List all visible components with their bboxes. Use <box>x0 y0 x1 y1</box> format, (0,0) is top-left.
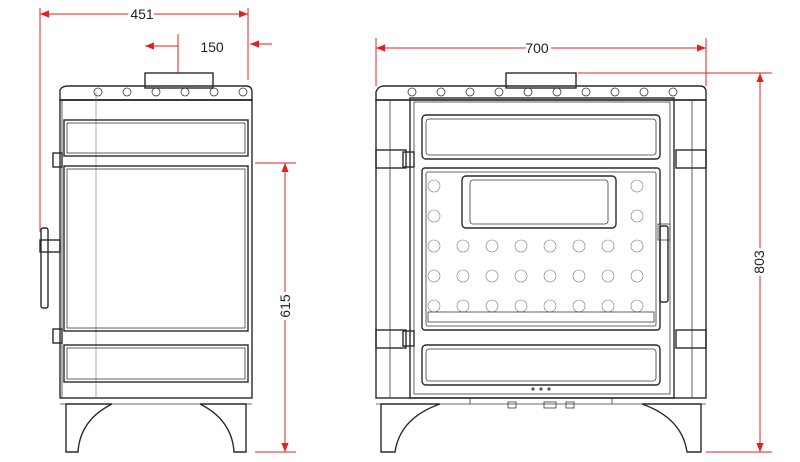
decorative-circle <box>543 269 557 283</box>
front-baffle <box>461 175 617 229</box>
decorative-circle <box>465 87 475 97</box>
decorative-circle <box>180 87 190 97</box>
decorative-circle <box>151 87 161 97</box>
decorative-circle <box>543 239 557 253</box>
decorative-circle <box>427 299 441 313</box>
decorative-circle <box>630 209 644 223</box>
front-top-panel <box>421 114 661 160</box>
side-body <box>59 99 253 399</box>
decorative-circle <box>436 87 446 97</box>
side-dimensions: 451 150 615 <box>39 3 296 453</box>
front-hinge-top <box>402 151 415 168</box>
front-top-plate <box>375 85 707 101</box>
decorative-circle <box>485 239 499 253</box>
front-grate <box>427 311 655 323</box>
decorative-circle <box>572 269 586 283</box>
front-door-latch <box>659 225 669 303</box>
decorative-circle <box>427 209 441 223</box>
decorative-circle <box>122 87 132 97</box>
decorative-circle <box>630 179 644 193</box>
front-body <box>375 99 707 399</box>
height-615-dimension-label: 615 <box>277 294 293 318</box>
decorative-circle <box>485 269 499 283</box>
decorative-circle <box>630 299 644 313</box>
front-leg-right <box>641 403 702 453</box>
side-bottom-panel <box>63 344 249 383</box>
decorative-circle <box>238 87 248 97</box>
right-column-band-top <box>675 149 707 169</box>
side-hinge-bottom <box>52 328 63 344</box>
top-plate-bolts <box>407 87 678 97</box>
decorative-circle <box>514 269 528 283</box>
firebrick-pattern <box>427 179 644 313</box>
decorative-circle <box>456 299 470 313</box>
decorative-circle <box>523 87 533 97</box>
side-top-panel <box>63 119 249 157</box>
side-door-handle <box>40 227 49 309</box>
decorative-circle <box>494 87 504 97</box>
decorative-circle <box>93 87 103 97</box>
left-column-band-top <box>375 149 407 169</box>
side-leg-rear <box>199 403 247 453</box>
decorative-circle <box>572 299 586 313</box>
front-hinge-bottom <box>402 330 415 347</box>
side-door-panel <box>63 165 249 332</box>
front-flue-collar <box>505 72 577 89</box>
front-door-frame <box>409 97 675 399</box>
decorative-circle <box>514 299 528 313</box>
right-column-band-bottom <box>675 329 707 349</box>
decorative-circle <box>668 87 678 97</box>
decorative-circle <box>572 239 586 253</box>
flue-dimension-label: 150 <box>200 39 224 55</box>
decorative-circle <box>456 239 470 253</box>
decorative-circle <box>407 87 417 97</box>
decorative-circle <box>514 239 528 253</box>
decorative-circle <box>601 239 615 253</box>
decorative-circle <box>427 239 441 253</box>
decorative-circle <box>485 299 499 313</box>
decorative-circle <box>581 87 591 97</box>
side-hinge-top <box>52 152 63 168</box>
front-ashpan-panel <box>421 344 661 386</box>
decorative-circle <box>630 239 644 253</box>
decorative-circle <box>601 299 615 313</box>
decorative-circle <box>543 299 557 313</box>
decorative-circle <box>630 269 644 283</box>
decorative-circle <box>427 269 441 283</box>
decorative-circle <box>209 87 219 97</box>
front-view <box>375 72 707 453</box>
decorative-circle <box>552 87 562 97</box>
left-column-band-bottom <box>375 329 407 349</box>
decorative-circle <box>456 269 470 283</box>
decorative-circle <box>639 87 649 97</box>
front-leg-left <box>380 403 441 453</box>
side-leg-front <box>65 403 113 453</box>
decorative-circle <box>610 87 620 97</box>
width-dimension-label: 700 <box>525 40 549 56</box>
decorative-circle <box>601 269 615 283</box>
side-view <box>39 72 253 453</box>
height-803-dimension-label: 803 <box>751 250 767 274</box>
side-top-plate <box>59 85 253 101</box>
side-flue-collar <box>144 72 214 89</box>
decorative-circle <box>427 179 441 193</box>
front-dimensions: 700 803 <box>375 37 772 453</box>
depth-dimension-label: 451 <box>130 6 154 22</box>
